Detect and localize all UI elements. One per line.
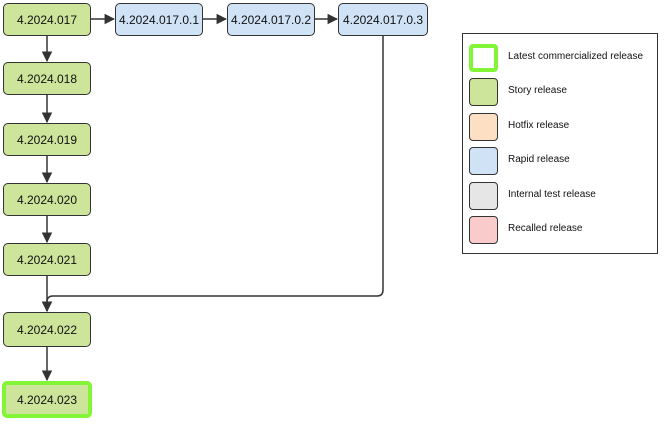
node-label: 4.2024.018: [16, 71, 78, 86]
legend-item-latest: Latest commercialized release: [469, 44, 654, 74]
legend: Latest commercialized release Story rele…: [462, 33, 658, 254]
release-node-4-2024-017-0-3: 4.2024.017.0.3: [338, 3, 428, 36]
node-label: 4.2024.021: [16, 252, 78, 267]
edge-r3-022: [41, 36, 384, 313]
legend-label-hotfix: Hotfix release: [508, 120, 570, 131]
legend-label-rapid: Rapid release: [508, 154, 570, 165]
release-node-4-2024-021: 4.2024.021: [3, 243, 91, 276]
legend-swatch-latest: [469, 44, 498, 72]
node-label: 4.2024.022: [16, 322, 78, 337]
legend-label-story: Story release: [508, 85, 567, 96]
node-label: 4.2024.020: [16, 192, 78, 207]
release-node-4-2024-017-0-1: 4.2024.017.0.1: [115, 3, 203, 36]
legend-item-hotfix: Hotfix release: [469, 113, 654, 143]
legend-swatch-internal: [469, 182, 498, 210]
legend-swatch-recalled: [469, 216, 498, 244]
release-node-4-2024-022: 4.2024.022: [3, 312, 91, 347]
release-node-4-2024-017-0-2: 4.2024.017.0.2: [227, 3, 315, 36]
legend-item-rapid: Rapid release: [469, 147, 654, 177]
legend-item-recalled: Recalled release: [469, 216, 654, 246]
legend-label-latest: Latest commercialized release: [508, 51, 644, 62]
legend-swatch-hotfix: [469, 113, 498, 141]
node-label: 4.2024.017.0.1: [118, 12, 200, 27]
release-node-4-2024-023-latest: 4.2024.023: [2, 381, 92, 418]
legend-item-story: Story release: [469, 78, 654, 108]
node-label: 4.2024.023: [16, 392, 78, 407]
release-node-4-2024-019: 4.2024.019: [3, 123, 91, 156]
node-label: 4.2024.017: [16, 12, 78, 27]
node-label: 4.2024.019: [16, 132, 78, 147]
legend-swatch-story: [469, 78, 498, 106]
legend-swatch-rapid: [469, 147, 498, 175]
node-label: 4.2024.017.0.2: [230, 12, 312, 27]
release-node-4-2024-020: 4.2024.020: [3, 183, 91, 216]
legend-label-internal: Internal test release: [508, 189, 596, 200]
release-node-4-2024-018: 4.2024.018: [3, 62, 91, 95]
legend-item-internal: Internal test release: [469, 182, 654, 212]
release-node-4-2024-017: 4.2024.017: [3, 3, 91, 36]
legend-label-recalled: Recalled release: [508, 223, 583, 234]
node-label: 4.2024.017.0.3: [342, 12, 424, 27]
